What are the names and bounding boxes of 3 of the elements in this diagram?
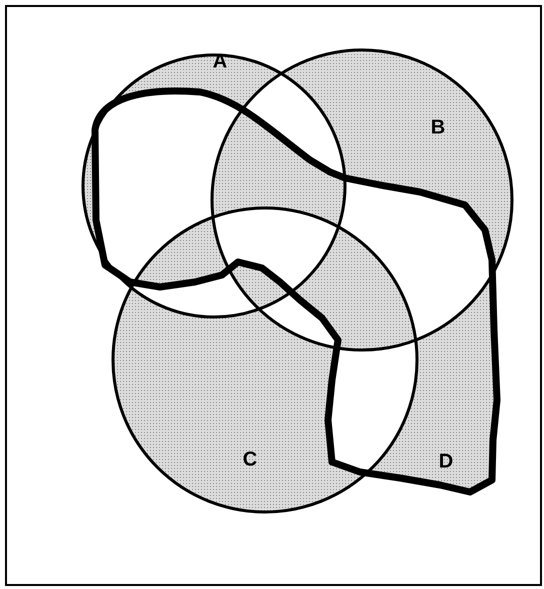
set-label: C [242,448,258,472]
set-label: B [430,116,446,140]
set-label: D [438,450,454,474]
